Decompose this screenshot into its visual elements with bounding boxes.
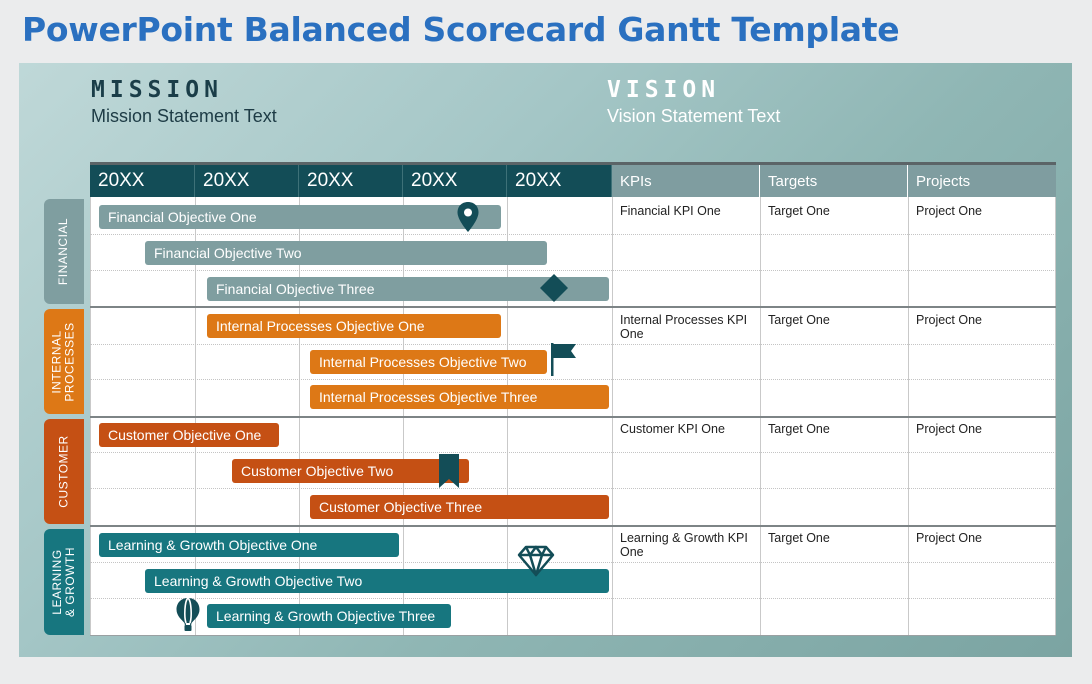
diamond-icon [540, 274, 568, 302]
row-divider [90, 598, 1056, 599]
gem-icon [517, 545, 555, 577]
year-header-4: 20XX [403, 165, 507, 197]
section-tab-internal-processes: INTERNAL PROCESSES [44, 309, 84, 414]
section-label-learning-growth: LEARNING & GROWTH [50, 547, 77, 617]
bookmark-icon [439, 454, 459, 488]
section-divider [90, 525, 1056, 527]
gantt-bar-learning-1[interactable]: Learning & Growth Objective One [99, 533, 399, 557]
row-divider [90, 488, 1056, 489]
project-cell-customer: Project One [916, 422, 983, 436]
row-divider [90, 562, 1056, 563]
section-label-financial: FINANCIAL [56, 217, 71, 286]
section-tab-learning-growth: LEARNING & GROWTH [44, 529, 84, 635]
vision-block: VISION Vision Statement Text [607, 77, 780, 127]
gantt-bar-internal-3[interactable]: Internal Processes Objective Three [310, 385, 609, 409]
row-divider [90, 452, 1056, 453]
targets-header: Targets [760, 165, 908, 197]
year-header-3: 20XX [299, 165, 403, 197]
projects-header: Projects [908, 165, 1056, 197]
mission-heading: MISSION [91, 77, 223, 103]
section-label-customer: CUSTOMER [56, 435, 71, 508]
row-divider [90, 379, 1056, 380]
target-cell-financial: Target One [768, 204, 830, 218]
section-divider [90, 306, 1056, 308]
kpi-cell-customer: Customer KPI One [620, 422, 725, 436]
vision-text: Vision Statement Text [607, 106, 781, 126]
project-cell-internal-processes: Project One [916, 313, 983, 327]
row-divider [90, 234, 1056, 235]
kpi-cell-learning-growth: Learning & Growth KPI One [620, 531, 748, 559]
gantt-bar-internal-2[interactable]: Internal Processes Objective Two [310, 350, 547, 374]
gantt-bar-customer-2[interactable]: Customer Objective Two [232, 459, 469, 483]
project-cell-financial: Project One [916, 204, 983, 218]
gantt-bar-learning-2[interactable]: Learning & Growth Objective Two [145, 569, 609, 593]
section-divider [90, 416, 1056, 418]
year-header-5: 20XX [507, 165, 612, 197]
gantt-bar-financial-1[interactable]: Financial Objective One [99, 205, 501, 229]
row-divider [90, 270, 1056, 271]
map-pin-icon [457, 202, 479, 232]
mission-block: MISSION Mission Statement Text [91, 77, 277, 127]
section-tab-customer: CUSTOMER [44, 419, 84, 524]
flag-icon [551, 343, 576, 376]
header-row: 20XX 20XX 20XX 20XX 20XX KPIs Targets Pr… [90, 162, 1056, 197]
kpi-cell-financial: Financial KPI One [620, 204, 721, 218]
mission-text: Mission Statement Text [91, 106, 277, 126]
project-cell-learning-growth: Project One [916, 531, 983, 545]
target-cell-customer: Target One [768, 422, 830, 436]
year-header-2: 20XX [195, 165, 299, 197]
table-bottom-border [90, 635, 1056, 636]
kpi-cell-internal-processes: Internal Processes KPI One [620, 313, 748, 341]
target-cell-internal-processes: Target One [768, 313, 830, 327]
section-label-internal-processes: INTERNAL PROCESSES [50, 321, 78, 402]
section-tab-financial: FINANCIAL [44, 199, 84, 304]
gantt-bar-learning-3[interactable]: Learning & Growth Objective Three [207, 604, 451, 628]
gantt-bar-customer-3[interactable]: Customer Objective Three [310, 495, 609, 519]
scorecard-slide: MISSION Mission Statement Text VISION Vi… [19, 63, 1072, 657]
year-header-1: 20XX [90, 165, 195, 197]
kpis-header: KPIs [612, 165, 760, 197]
gantt-bar-customer-1[interactable]: Customer Objective One [99, 423, 279, 447]
hot-air-balloon-icon [176, 597, 200, 631]
target-cell-learning-growth: Target One [768, 531, 830, 545]
gantt-bar-internal-1[interactable]: Internal Processes Objective One [207, 314, 501, 338]
gantt-bar-financial-2[interactable]: Financial Objective Two [145, 241, 547, 265]
vision-heading: VISION [607, 77, 721, 103]
page-title: PowerPoint Balanced Scorecard Gantt Temp… [22, 10, 900, 49]
